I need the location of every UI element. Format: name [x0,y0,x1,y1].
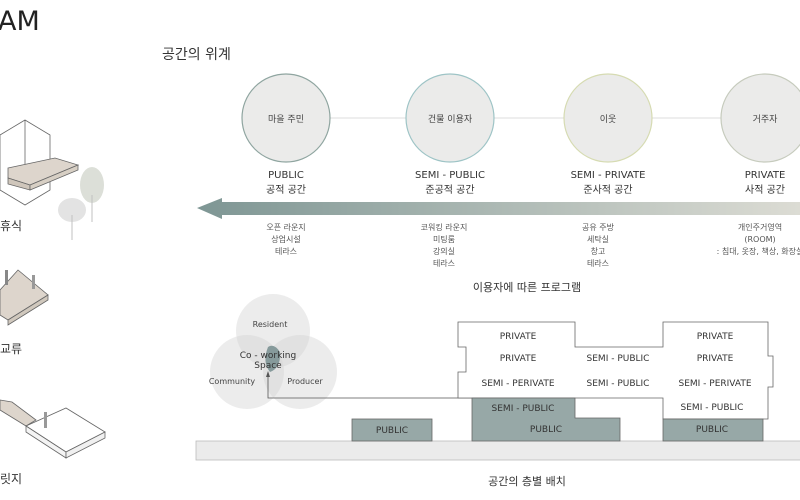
small-public-block [351,418,433,442]
circle-semi-public [405,73,495,163]
venn-community: Community [208,377,256,386]
b2-floor5: PRIVATE [696,332,734,342]
building2-base [662,418,764,442]
building-outline [457,321,774,420]
b1-floor2: SEMI - PUBLIC [491,404,555,414]
building1-base [471,397,621,442]
bridge-illustration [0,399,106,459]
label-bridge: 릿지 [0,472,23,486]
section-caption: 공간의 층별 배치 [488,475,566,488]
user-semi-public: 건물 이용자 [427,115,473,125]
programs-private: 개인주거영역(ROOM): 침대, 옷장, 책상, 화장실 [716,223,800,256]
ground [195,440,800,461]
hierarchy-circles [241,73,800,163]
b1-floor3: SEMI - PERIVATE [481,379,555,389]
middle-lower: SEMI - PUBLIC [586,379,650,389]
b2-floor1: PUBLIC [695,425,729,435]
user-semi-private: 이웃 [599,115,617,125]
venn-resident: Resident [252,320,288,329]
venn-diagram [210,294,337,409]
label-rest: 휴식 [0,219,23,233]
label-exchange: 교류 [0,342,23,356]
venn-producer: Producer [287,377,323,386]
small-public-label: PUBLIC [375,426,409,436]
user-public: 마을 주민 [268,115,304,125]
b2-floor2: SEMI - PUBLIC [680,403,744,413]
program-caption: 이용자에 따른 프로그램 [472,281,582,294]
b1-floor4: PRIVATE [499,354,537,364]
rest-illustration [0,119,80,206]
exchange-illustration [0,269,49,326]
section-title: 공간의 위계 [162,47,231,63]
user-private: 거주자 [752,115,778,125]
b2-floor4: PRIVATE [696,354,734,364]
circle-semi-private [563,73,653,163]
circle-public [241,73,331,163]
hierarchy-arrow [197,198,800,219]
b1-floor1: PUBLIC [529,425,563,435]
venn-link-arrow [267,375,477,399]
trees-icon [58,167,104,240]
middle-upper: SEMI - PUBLIC [586,354,650,364]
b1-floor5: PRIVATE [499,332,537,342]
circle-private [720,73,800,163]
b2-floor3: SEMI - PERIVATE [678,379,752,389]
page-title-fragment: AM [0,6,40,37]
